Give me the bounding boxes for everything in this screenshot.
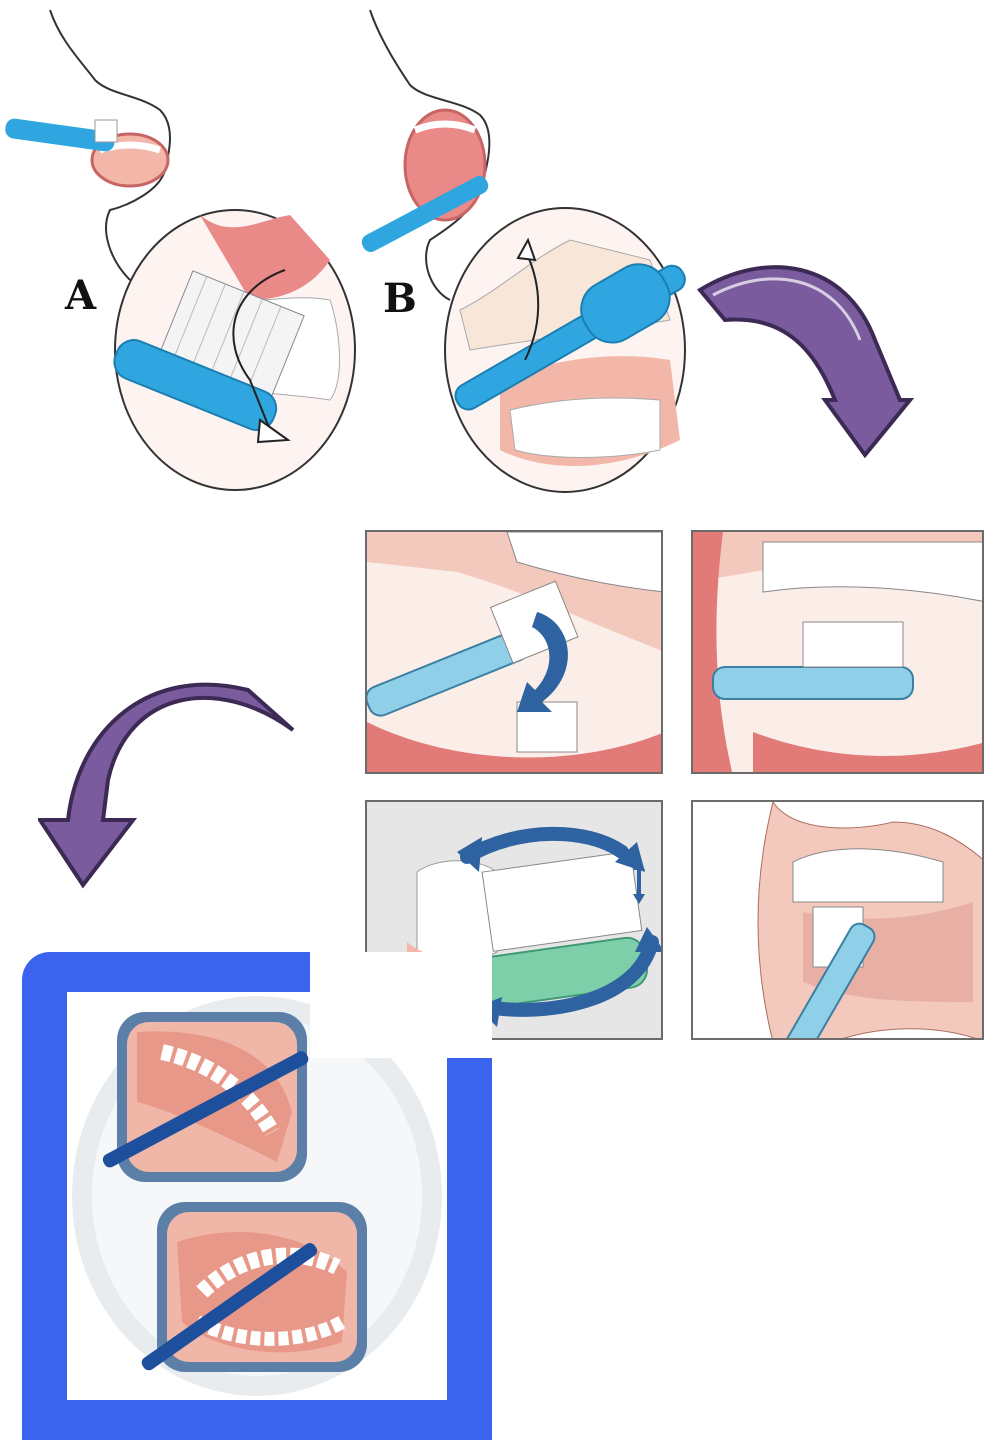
panel-lingual-surface-brushing [691,530,984,774]
technique-b-illustration [350,0,720,500]
panel-inner-surface-brushing [365,530,663,774]
toothbrush-icon [4,117,117,152]
curved-arrow-icon [38,670,298,890]
label-a: A [65,272,96,319]
overlap-patch [310,952,492,1058]
label-b: B [383,275,417,322]
curved-arrow-icon [695,250,920,460]
technique-a-illustration [0,0,370,500]
panel-front-teeth-vertical [691,800,984,1040]
